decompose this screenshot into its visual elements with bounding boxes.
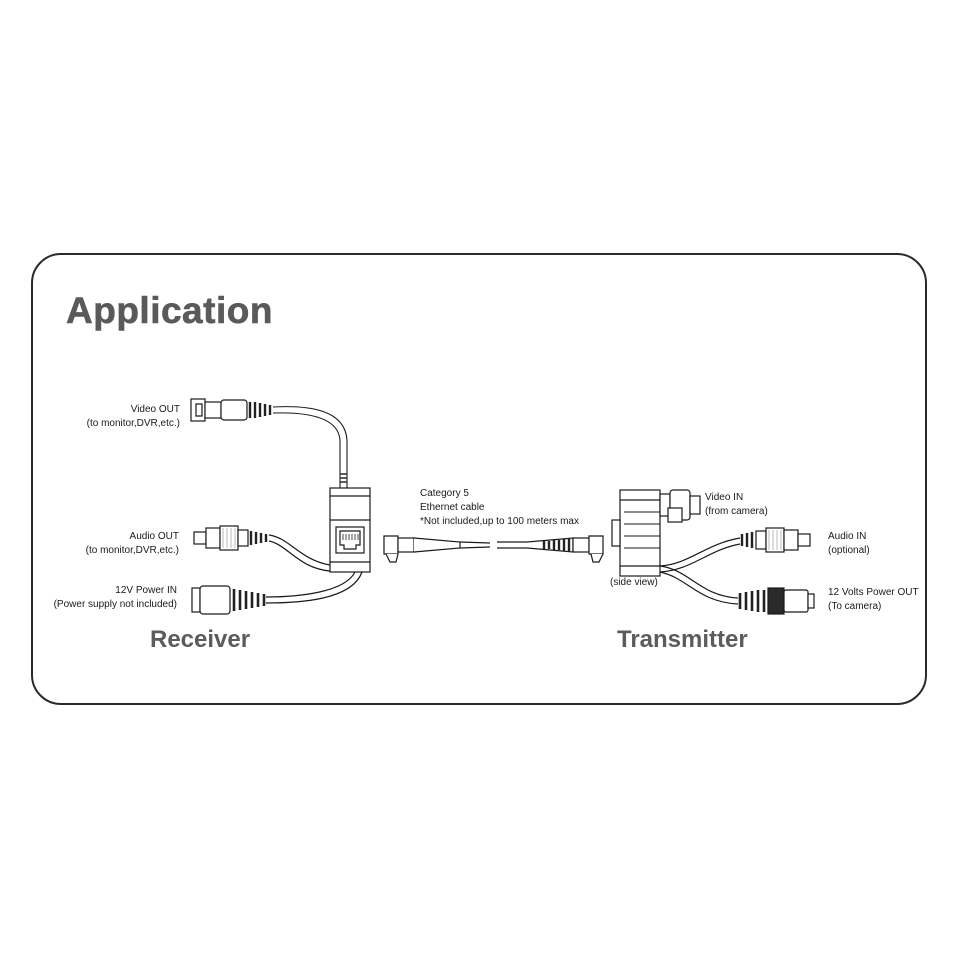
ethernet-plug-right xyxy=(526,535,604,563)
side-view-label: (side view) xyxy=(610,577,658,588)
cable-line1: Category 5 xyxy=(420,488,469,499)
video-out-line1: Video OUT xyxy=(130,404,180,415)
audio-in-line2: (optional) xyxy=(828,545,870,556)
power-out-label: 12 Volts Power OUT (To camera) xyxy=(828,586,919,614)
transmitter-box xyxy=(611,489,661,577)
application-panel xyxy=(31,253,927,705)
power-in-label: 12V Power IN (Power supply not included) xyxy=(54,584,177,612)
receiver-label: Receiver xyxy=(150,626,251,653)
audio-out-line1: Audio OUT xyxy=(129,531,179,542)
transmitter-label: Transmitter xyxy=(617,626,748,653)
ethernet-plug-left xyxy=(383,535,461,563)
power-in-line1: 12V Power IN xyxy=(115,585,177,596)
cable-line3: *Not included,up to 100 meters max xyxy=(420,516,579,527)
receiver-dc-jack xyxy=(191,585,266,615)
receiver-box xyxy=(329,487,371,573)
cable-line2: Ethernet cable xyxy=(420,502,485,513)
video-in-label: Video IN (from camera) xyxy=(705,491,768,519)
audio-out-line2: (to monitor,DVR,etc.) xyxy=(85,545,179,556)
power-out-line1: 12 Volts Power OUT xyxy=(828,587,919,598)
transmitter-bnc-connector xyxy=(659,489,701,523)
video-in-line1: Video IN xyxy=(705,492,744,503)
video-out-line2: (to monitor,DVR,etc.) xyxy=(86,418,180,429)
transmitter-rca-connector xyxy=(740,527,811,553)
diagram-title: Application xyxy=(66,290,273,332)
audio-in-line1: Audio IN xyxy=(828,531,867,542)
receiver-rca-connector xyxy=(193,525,268,551)
video-out-label: Video OUT (to monitor,DVR,etc.) xyxy=(87,403,180,431)
ethernet-cable-label: Category 5 Ethernet cable *Not included,… xyxy=(420,487,579,529)
power-out-line2: (To camera) xyxy=(828,601,882,612)
video-in-line2: (from camera) xyxy=(705,506,768,517)
transmitter-dc-plug xyxy=(738,587,815,615)
audio-in-label: Audio IN (optional) xyxy=(828,530,870,558)
power-in-line2: (Power supply not included) xyxy=(53,599,177,610)
audio-out-label: Audio OUT (to monitor,DVR,etc.) xyxy=(86,530,179,558)
receiver-bnc-connector xyxy=(190,398,272,422)
